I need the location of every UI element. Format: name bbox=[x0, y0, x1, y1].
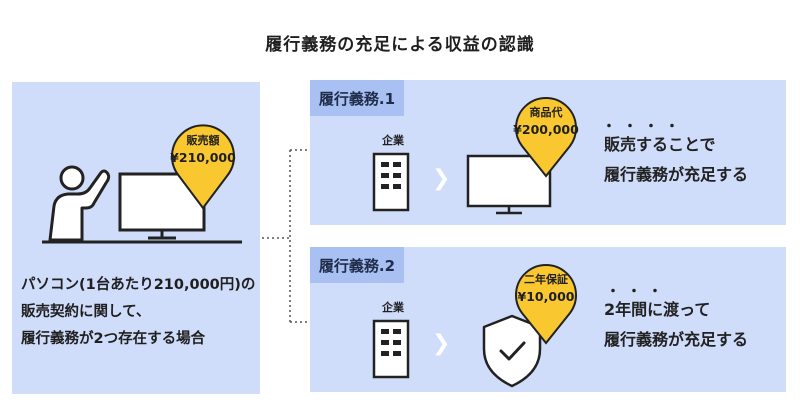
scenario-description: パソコン(1台あたり210,000円)の 販売契約に関して、 履行義務が2つ存在… bbox=[21, 272, 257, 353]
pin-label: 二年保証 bbox=[524, 273, 568, 286]
emphasis-dots: ・・・・ bbox=[602, 119, 686, 135]
desc-line: 履行義務が2つ存在する場合 bbox=[21, 331, 206, 347]
warranty-price-pin: 二年保証 ¥10,000 bbox=[510, 257, 582, 351]
obligation-panel-2: 履行義務.2 企業 ❯ 二年保証 ¥10,000 ・・・ 2年間に渡って 履行義… bbox=[310, 247, 786, 392]
company-label: 企業 bbox=[382, 134, 404, 147]
pin-value: ¥210,000 bbox=[170, 150, 236, 165]
person-head-icon bbox=[59, 165, 85, 191]
building-icon bbox=[372, 152, 410, 212]
obligation-text: 2年間に渡って 履行義務が充足する bbox=[604, 295, 748, 355]
pin-value: ¥10,000 bbox=[517, 289, 575, 304]
obligation-text-line: 販売することで bbox=[604, 135, 716, 154]
obligation-panel-1: 履行義務.1 企業 ❯ 商品代 ¥200,000 ・・・・ 販売することで 履行… bbox=[310, 80, 786, 225]
pin-label: 商品代 bbox=[529, 106, 563, 119]
shield-check-icon bbox=[482, 314, 542, 388]
obligation-text-line: 履行義務が充足する bbox=[604, 330, 749, 349]
person-body-icon bbox=[48, 169, 111, 242]
chevron-right-icon: ❯ bbox=[432, 331, 451, 356]
emphasis-dots: ・・・ bbox=[606, 284, 669, 300]
scenario-panel: 販売額 ¥210,000 パソコン(1台あたり210,000円)の 販売契約に関… bbox=[12, 82, 260, 394]
product-price-pin: 商品代 ¥200,000 bbox=[510, 90, 582, 184]
obligation-text: 販売することで 履行義務が充足する bbox=[604, 130, 748, 190]
obligation-label: 履行義務.2 bbox=[310, 247, 404, 283]
desc-line: 販売契約に関して、 bbox=[21, 304, 151, 320]
obligation-text-line: 2年間に渡って bbox=[604, 300, 711, 319]
person-at-computer-illustration bbox=[42, 165, 242, 244]
company-label: 企業 bbox=[382, 301, 404, 314]
chevron-right-icon: ❯ bbox=[432, 166, 451, 191]
building-icon bbox=[372, 319, 410, 379]
pin-value: ¥200,000 bbox=[513, 122, 579, 137]
obligation-text-line: 履行義務が充足する bbox=[604, 165, 749, 184]
desc-line: パソコン(1台あたり210,000円)の bbox=[21, 277, 256, 293]
pin-label: 販売額 bbox=[186, 134, 220, 147]
sales-amount-pin: 販売額 ¥210,000 bbox=[167, 118, 239, 212]
obligation-label: 履行義務.1 bbox=[310, 80, 404, 116]
page-title: 履行義務の充足による収益の認識 bbox=[265, 35, 535, 55]
